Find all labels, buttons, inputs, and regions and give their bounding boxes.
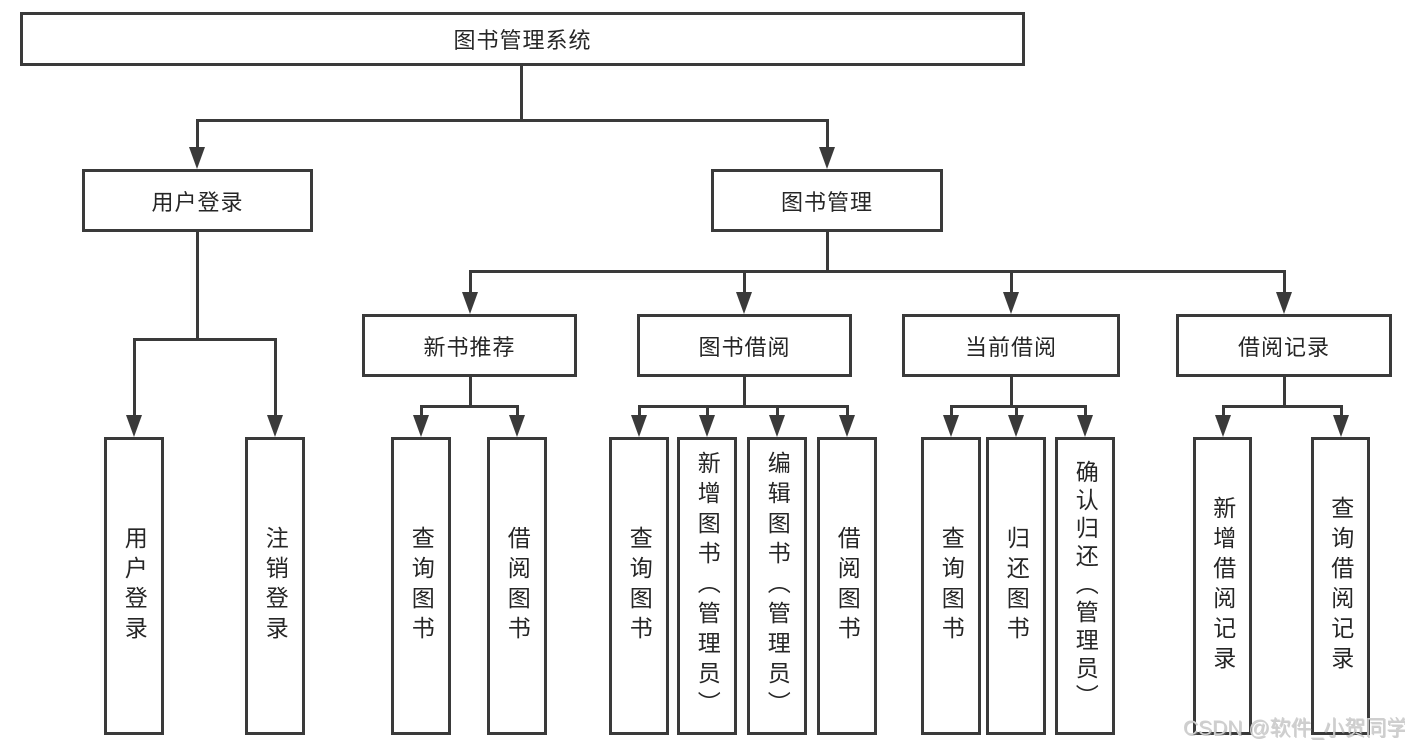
connector-drop-login-leaf — [133, 338, 136, 415]
node-current-borrow: 当前借阅 — [902, 314, 1120, 377]
connector-drop-new-book — [469, 270, 472, 292]
node-book-management: 图书管理 — [711, 169, 943, 232]
leaf-query-book-label: 查询图书 — [626, 526, 653, 646]
arrow-down-icon — [736, 292, 752, 314]
leaf-user-login-label: 用户登录 — [121, 526, 148, 646]
connector-user-login-split — [133, 338, 277, 341]
leaf-edit-book-admin: 编辑图书（管理员） — [747, 437, 807, 735]
leaf-logout: 注销登录 — [245, 437, 305, 735]
csdn-watermark: CSDN @软件_小贺同学 — [1183, 717, 1405, 740]
connector-drop — [1015, 405, 1018, 415]
connector-new-book-stem — [469, 377, 472, 405]
node-book-borrow: 图书借阅 — [637, 314, 852, 377]
connector-drop — [706, 405, 709, 415]
node-new-book-recommend: 新书推荐 — [362, 314, 577, 377]
arrow-down-icon — [413, 415, 429, 437]
connector-drop — [846, 405, 849, 415]
connector-drop — [1084, 405, 1087, 415]
leaf-add-borrow-record: 新增借阅记录 — [1193, 437, 1252, 735]
leaf-borrow-book-label: 借阅图书 — [834, 526, 861, 646]
connector-borrow-record-split — [1222, 405, 1343, 408]
arrow-down-icon — [189, 147, 205, 169]
connector-book-mgmt-split — [469, 270, 1286, 273]
connector-drop-borrow-record — [1283, 270, 1286, 292]
leaf-borrow-book-label: 借阅图书 — [504, 526, 531, 646]
connector-drop — [1340, 405, 1343, 415]
leaf-return-book-label: 归还图书 — [1003, 526, 1030, 646]
arrow-down-icon — [1077, 415, 1093, 437]
arrow-down-icon — [769, 415, 785, 437]
connector-drop-book-borrow — [743, 270, 746, 292]
connector-drop — [1222, 405, 1225, 415]
arrow-down-icon — [126, 415, 142, 437]
arrow-down-icon — [267, 415, 283, 437]
node-new-book-recommend-label: 新书推荐 — [423, 334, 516, 360]
leaf-query-borrow-record: 查询借阅记录 — [1311, 437, 1370, 735]
leaf-borrow-book-recommend: 借阅图书 — [487, 437, 547, 735]
connector-book-mgmt-stem — [826, 232, 829, 270]
connector-book-borrow-split — [638, 405, 849, 408]
connector-current-borrow-split — [950, 405, 1087, 408]
arrow-down-icon — [819, 147, 835, 169]
leaf-add-book-label: 新增图书（管理员） — [694, 451, 721, 721]
leaf-user-login: 用户登录 — [104, 437, 164, 735]
leaf-query-borrow-record-label: 查询借阅记录 — [1327, 496, 1354, 676]
arrow-down-icon — [1276, 292, 1292, 314]
connector-root-split — [196, 119, 829, 122]
arrow-down-icon — [839, 415, 855, 437]
arrow-down-icon — [1003, 292, 1019, 314]
leaf-borrow-book: 借阅图书 — [817, 437, 877, 735]
arrow-down-icon — [1333, 415, 1349, 437]
connector-book-borrow-stem — [743, 377, 746, 405]
leaf-query-book-label: 查询图书 — [938, 526, 965, 646]
arrow-down-icon — [509, 415, 525, 437]
leaf-confirm-return-label: 确认归还（管理员） — [1072, 460, 1099, 712]
arrow-down-icon — [943, 415, 959, 437]
leaf-add-borrow-record-label: 新增借阅记录 — [1209, 496, 1236, 676]
arrow-down-icon — [699, 415, 715, 437]
node-user-login: 用户登录 — [82, 169, 313, 232]
connector-drop — [420, 405, 423, 415]
node-book-management-label: 图书管理 — [780, 189, 873, 215]
arrow-down-icon — [1215, 415, 1231, 437]
connector-drop-current-borrow — [1010, 270, 1013, 292]
leaf-confirm-return-admin: 确认归还（管理员） — [1055, 437, 1115, 735]
leaf-return-book: 归还图书 — [986, 437, 1046, 735]
leaf-query-book-current: 查询图书 — [921, 437, 981, 735]
leaf-add-book-admin: 新增图书（管理员） — [677, 437, 737, 735]
connector-drop — [776, 405, 779, 415]
connector-drop-book-mgmt — [826, 119, 829, 147]
connector-root-stem — [520, 66, 523, 119]
connector-user-login-stem — [196, 232, 199, 338]
node-borrow-record-label: 借阅记录 — [1237, 334, 1330, 360]
node-user-login-label: 用户登录 — [151, 189, 244, 215]
leaf-query-book-recommend: 查询图书 — [391, 437, 451, 735]
connector-drop — [638, 405, 641, 415]
node-current-borrow-label: 当前借阅 — [964, 334, 1057, 360]
connector-borrow-record-stem — [1283, 377, 1286, 405]
arrow-down-icon — [1008, 415, 1024, 437]
leaf-edit-book-label: 编辑图书（管理员） — [764, 451, 791, 721]
connector-drop — [516, 405, 519, 415]
connector-new-book-split — [420, 405, 519, 408]
arrow-down-icon — [631, 415, 647, 437]
connector-drop-logout-leaf — [274, 338, 277, 415]
connector-current-borrow-stem — [1010, 377, 1013, 405]
node-borrow-record: 借阅记录 — [1176, 314, 1392, 377]
node-book-borrow-label: 图书借阅 — [698, 334, 791, 360]
connector-drop-user-login — [196, 119, 199, 147]
arrow-down-icon — [462, 292, 478, 314]
node-root-system: 图书管理系统 — [20, 12, 1025, 66]
leaf-query-book-label: 查询图书 — [408, 526, 435, 646]
leaf-logout-label: 注销登录 — [262, 526, 289, 646]
connector-drop — [950, 405, 953, 415]
leaf-query-book-borrow: 查询图书 — [609, 437, 669, 735]
node-root-label: 图书管理系统 — [453, 28, 592, 53]
